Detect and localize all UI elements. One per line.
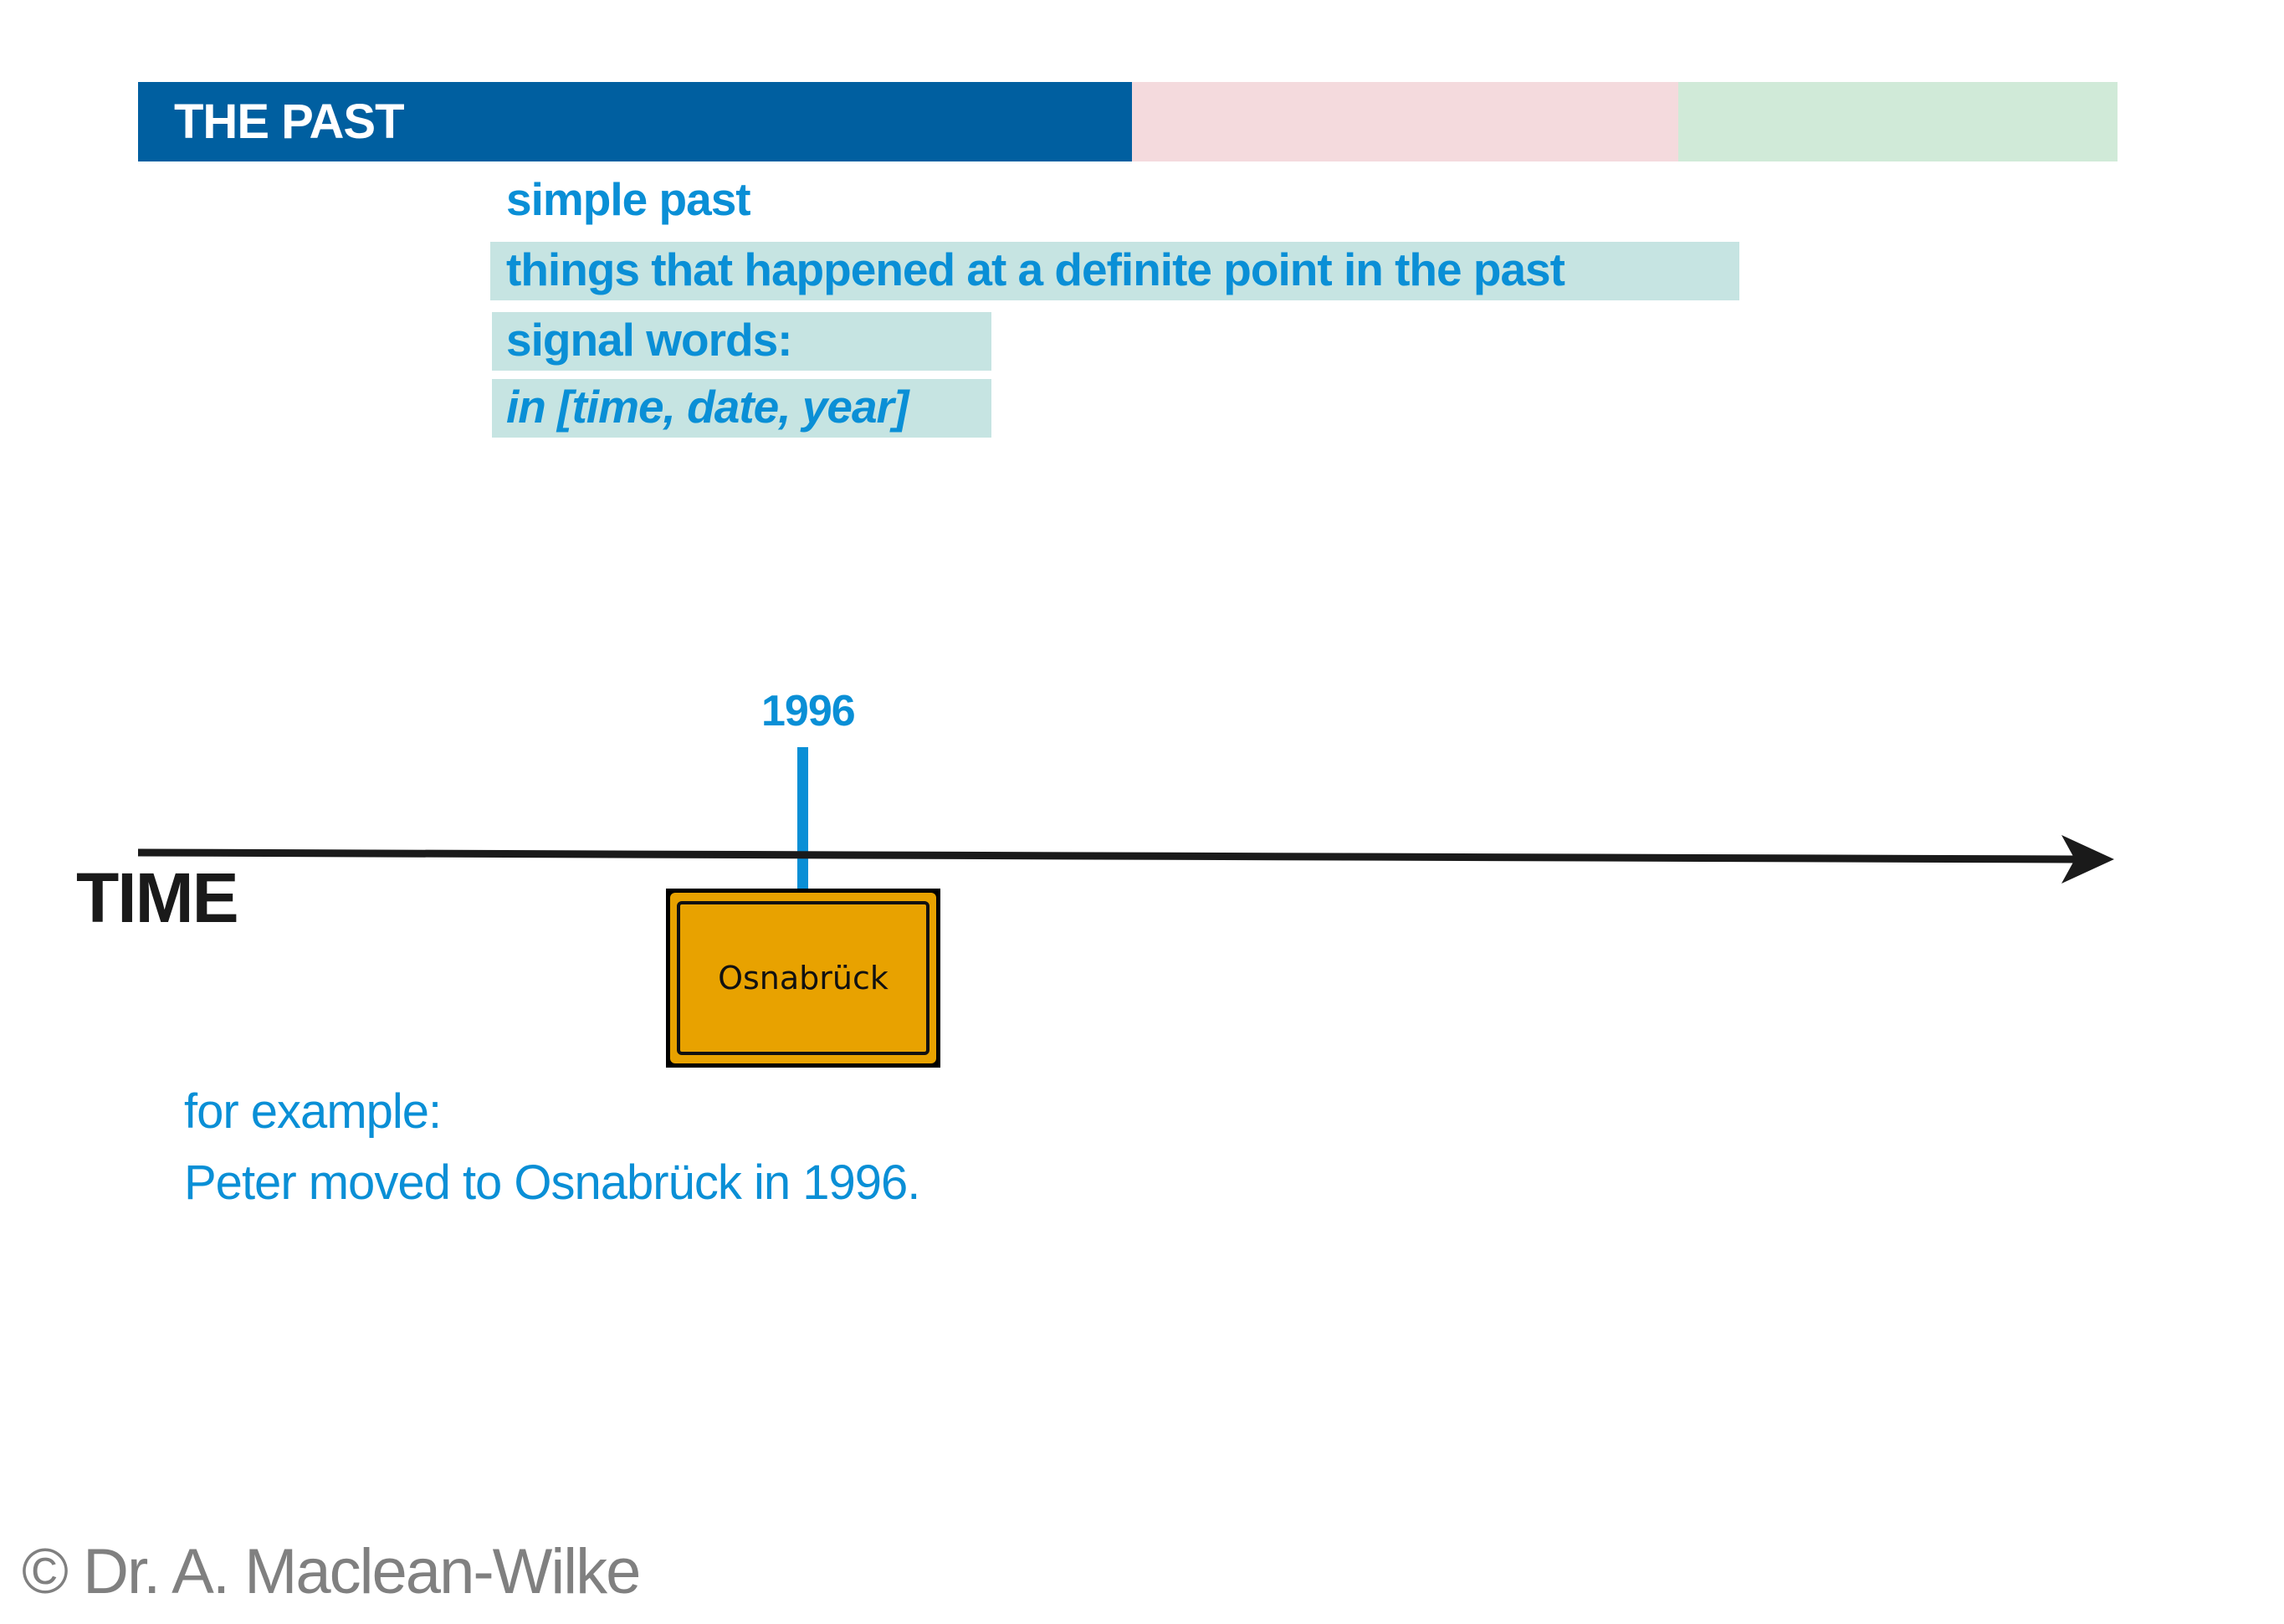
signal-words-label: signal words: [506,314,792,366]
town-sign: Osnabrück [666,889,940,1068]
example-label: for example: [184,1084,442,1139]
future-section-bar [1678,82,2118,161]
tense-name: simple past [506,173,751,225]
signal-words-highlight [492,379,991,438]
arrowhead-icon [2061,835,2114,884]
tense-definition: things that happened at a definite point… [506,243,1565,295]
time-axis-label: TIME [76,858,239,937]
definition-highlight [490,242,1739,300]
town-sign-text: Osnabrück [718,960,889,996]
signal-words: in [time, date, year] [506,381,909,433]
past-section-bar [138,82,1132,161]
time-axis-line [137,848,2076,863]
timeline-marker-label: 1996 [761,687,856,735]
section-title: THE PAST [174,95,404,149]
copyright-notice: © Dr. A. Maclean-Wilke [22,1536,641,1607]
present-section-bar [1132,82,1678,161]
example-sentence: Peter moved to Osnabrück in 1996. [184,1155,920,1210]
signal-label-highlight [492,312,991,371]
